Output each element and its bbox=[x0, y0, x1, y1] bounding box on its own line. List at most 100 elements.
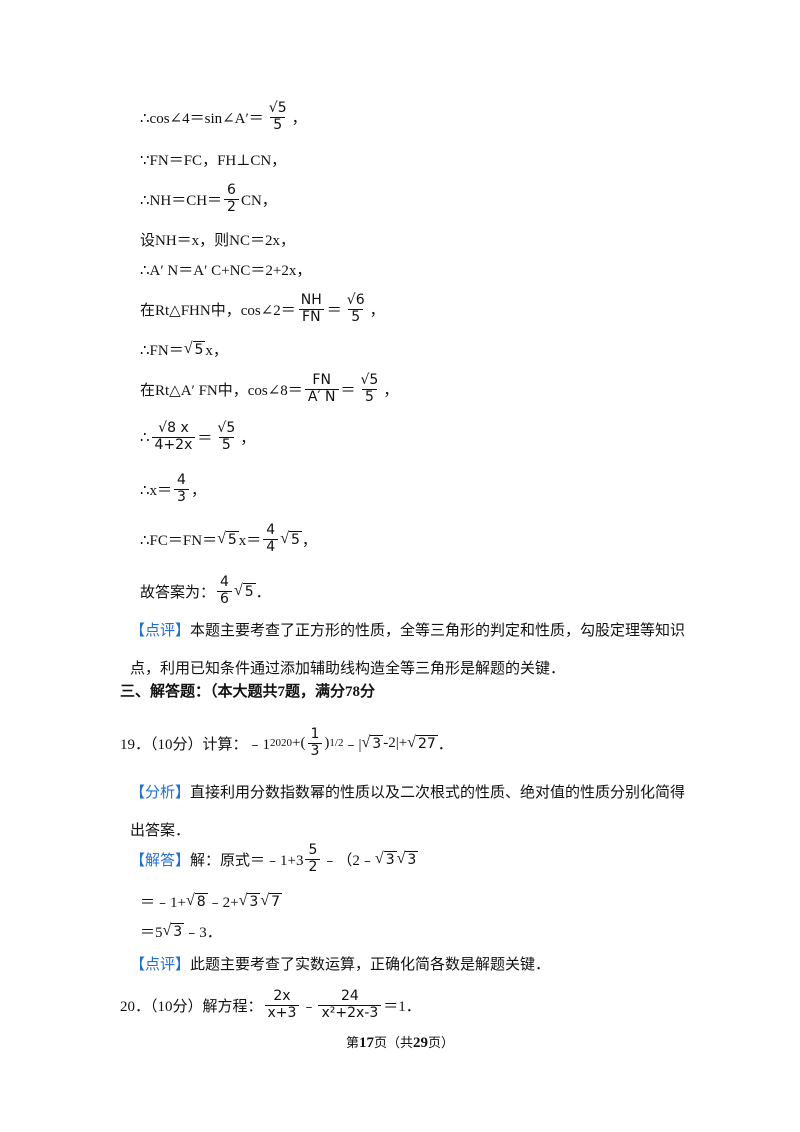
denominator: 5 bbox=[348, 308, 364, 325]
line-fn-sqrt5x: ∴FN＝ √5 x， bbox=[140, 332, 228, 366]
numerator: 6 bbox=[227, 182, 236, 199]
text: ∵FN＝FC，FH⊥CN， bbox=[140, 152, 287, 169]
text: ﹣| bbox=[343, 736, 362, 753]
comment-tag: 【点评】 bbox=[130, 956, 191, 973]
denominator: 6 bbox=[217, 590, 232, 607]
denominator: A′ N bbox=[304, 388, 339, 405]
text: ∴A′ N＝A′ C+NC＝2+2x， bbox=[140, 262, 312, 279]
square-root: √27 bbox=[407, 734, 438, 752]
text: ＝ bbox=[326, 302, 342, 319]
numerator: √6 bbox=[346, 292, 365, 309]
square-root: √3 bbox=[162, 922, 185, 940]
line-set-nh: 设NH＝x，则NC＝2x， bbox=[140, 222, 295, 256]
text: 设NH＝x，则NC＝2x， bbox=[140, 232, 296, 249]
text: ＝ bbox=[340, 382, 356, 399]
text: ∴ bbox=[140, 429, 150, 446]
text: 解：原式＝﹣1+3 bbox=[190, 852, 304, 869]
denominator: 2 bbox=[224, 198, 239, 215]
denominator: 4 bbox=[263, 538, 279, 555]
question-label: 19．（10分）计算： bbox=[120, 736, 248, 753]
analysis-paragraph: 【分析】直接利用分数指数幂的性质以及二次根式的性质、绝对值的性质分别化简得出答案… bbox=[130, 774, 690, 850]
text: ﹣1 bbox=[247, 736, 271, 753]
text: ∴FC＝FN＝ bbox=[140, 532, 218, 549]
answer-tag: 【解答】 bbox=[130, 852, 191, 869]
text: 页（共 bbox=[373, 1035, 413, 1050]
denominator: 5 bbox=[361, 388, 377, 405]
denominator: x+3 bbox=[264, 1004, 300, 1021]
comment-19: 【点评】 此题主要考查了实数运算，正确化简各数是解题关键． bbox=[130, 946, 550, 980]
text: ， bbox=[291, 110, 307, 127]
numerator: 5 bbox=[308, 842, 318, 859]
text: 故答案为： bbox=[140, 584, 216, 601]
section-heading: 三、解答题：（本大题共7题，满分78分 bbox=[120, 684, 376, 700]
denominator: FN bbox=[299, 308, 324, 325]
numerator: 4 bbox=[177, 472, 186, 489]
text: CN， bbox=[240, 192, 277, 209]
text: ∴x＝ bbox=[140, 482, 173, 499]
comment-paragraph: 【点评】本题主要考查了正方形的性质，全等三角形的判定和性质，勾股定理等知识点，利… bbox=[130, 612, 690, 688]
radicand: 8 bbox=[194, 893, 208, 910]
radicand: 27 bbox=[415, 735, 438, 752]
answer-line-3: ＝5 √3 ﹣3． bbox=[140, 914, 222, 948]
text: 在Rt△FHN中，cos∠2＝ bbox=[140, 302, 296, 319]
text: ﹣（2﹣ bbox=[322, 852, 375, 869]
numerator: √5 bbox=[217, 420, 236, 437]
radicand: 7 bbox=[269, 893, 283, 910]
comment-text: 本题主要考查了正方形的性质，全等三角形的判定和性质，勾股定理等知识点，利用已知条… bbox=[130, 623, 686, 677]
numerator: 4 bbox=[220, 574, 229, 591]
radicand: 5 bbox=[289, 531, 302, 548]
text: ＝ bbox=[197, 430, 213, 447]
numerator: √5 bbox=[360, 372, 379, 389]
text: ， bbox=[240, 430, 256, 447]
text: ∴NH＝CH＝ bbox=[140, 192, 223, 209]
radicand: 3 bbox=[247, 893, 261, 910]
radicand: 5 bbox=[192, 341, 206, 358]
denominator: 3 bbox=[307, 742, 323, 759]
square-root: √3 bbox=[396, 850, 419, 868]
square-root: √5 bbox=[280, 530, 302, 548]
denominator: 3 bbox=[174, 488, 189, 505]
line-fn-fc: ∵FN＝FC，FH⊥CN， bbox=[140, 142, 286, 176]
numerator: √5 bbox=[268, 100, 287, 117]
denominator: 5 bbox=[218, 436, 234, 453]
radicand: 3 bbox=[370, 735, 384, 752]
analysis-tag: 【分析】 bbox=[130, 785, 191, 801]
square-root: √3 bbox=[374, 850, 397, 868]
numerator: FN bbox=[312, 372, 331, 389]
radicand: 5 bbox=[242, 583, 256, 600]
text: ． bbox=[255, 584, 271, 601]
analysis-text: 直接利用分数指数幂的性质以及二次根式的性质、绝对值的性质分别化简得出答案． bbox=[130, 785, 686, 839]
text: ， bbox=[301, 532, 317, 549]
square-root: √3 bbox=[238, 892, 261, 910]
radicand: 5 bbox=[225, 531, 239, 548]
denominator: 5 bbox=[270, 116, 286, 133]
denominator: x²+2x-3 bbox=[318, 1004, 382, 1021]
comment-text: 此题主要考查了实数运算，正确化简各数是解题关键． bbox=[190, 956, 551, 973]
radicand: 3 bbox=[405, 851, 419, 868]
text: ＝5 bbox=[140, 924, 163, 941]
numerator: 4 bbox=[266, 522, 276, 539]
text: ， bbox=[190, 482, 206, 499]
text: 在Rt△A′ FN中，cos∠8＝ bbox=[140, 382, 303, 399]
exponent: 2020 bbox=[270, 737, 293, 749]
text: ﹣ bbox=[301, 998, 317, 1015]
text: ． bbox=[437, 736, 453, 753]
